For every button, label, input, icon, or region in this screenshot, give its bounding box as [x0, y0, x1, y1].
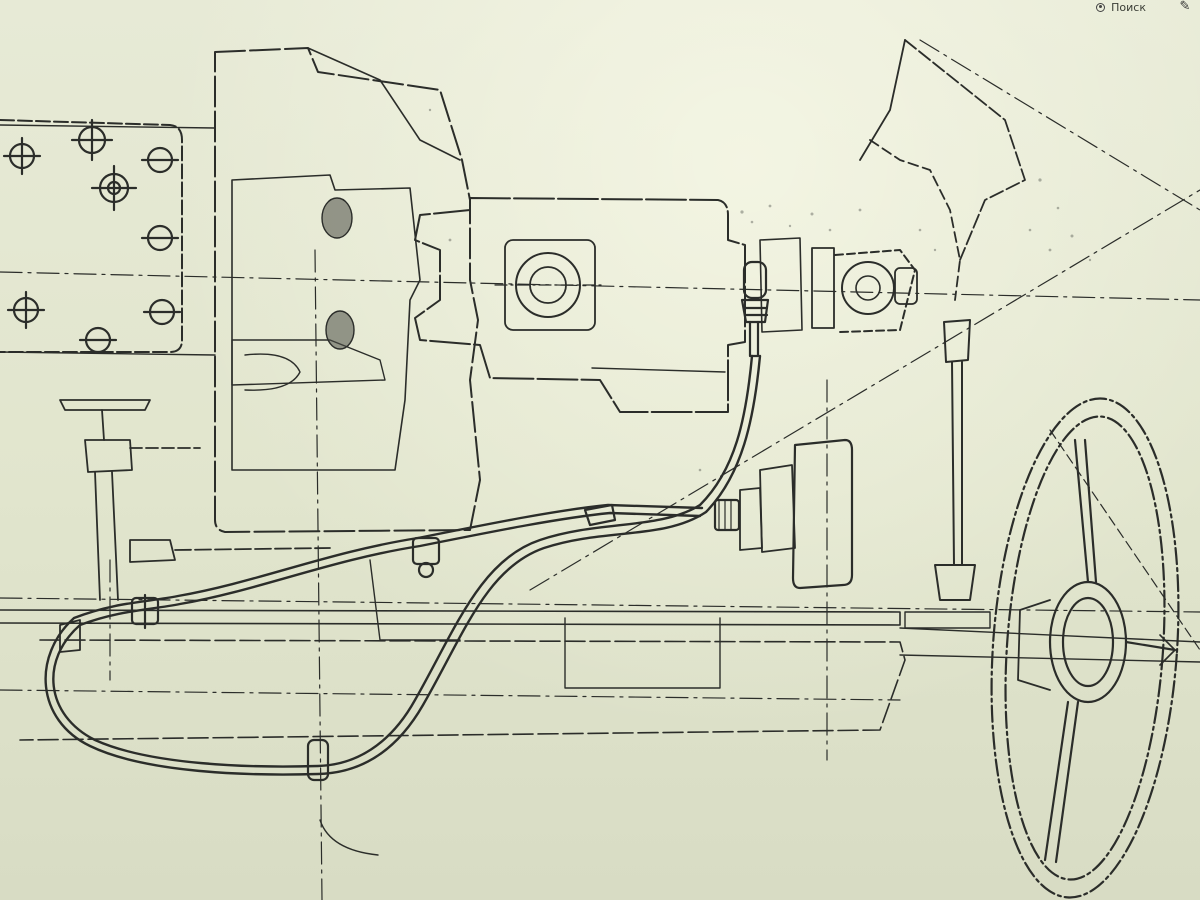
magic-wand-icon[interactable]: ✎: [1179, 0, 1191, 14]
chassis-frame: [0, 559, 906, 856]
pedal-assembly: [59, 399, 331, 653]
engine-housing: [214, 47, 481, 533]
bolt-holes: [2, 118, 182, 354]
cable-connector: [740, 260, 770, 358]
scan-noise: [428, 108, 1092, 472]
gear-lever: [904, 319, 991, 629]
steering-column: [859, 39, 1200, 663]
search-icon: [1096, 2, 1106, 12]
search-label: Поиск: [1111, 0, 1146, 14]
gearbox: [414, 197, 746, 413]
browser-toolbar: Поиск ✎: [1088, 0, 1200, 14]
hatched-ovals: [321, 197, 355, 350]
universal-joint: [759, 237, 918, 333]
speedometer-cable: [44, 354, 762, 776]
construction-lines: [0, 39, 1200, 900]
mounting-plate: [0, 119, 216, 356]
speedometer-head: [713, 438, 854, 590]
search-button[interactable]: Поиск: [1096, 1, 1146, 14]
steering-wheel: [990, 397, 1180, 899]
